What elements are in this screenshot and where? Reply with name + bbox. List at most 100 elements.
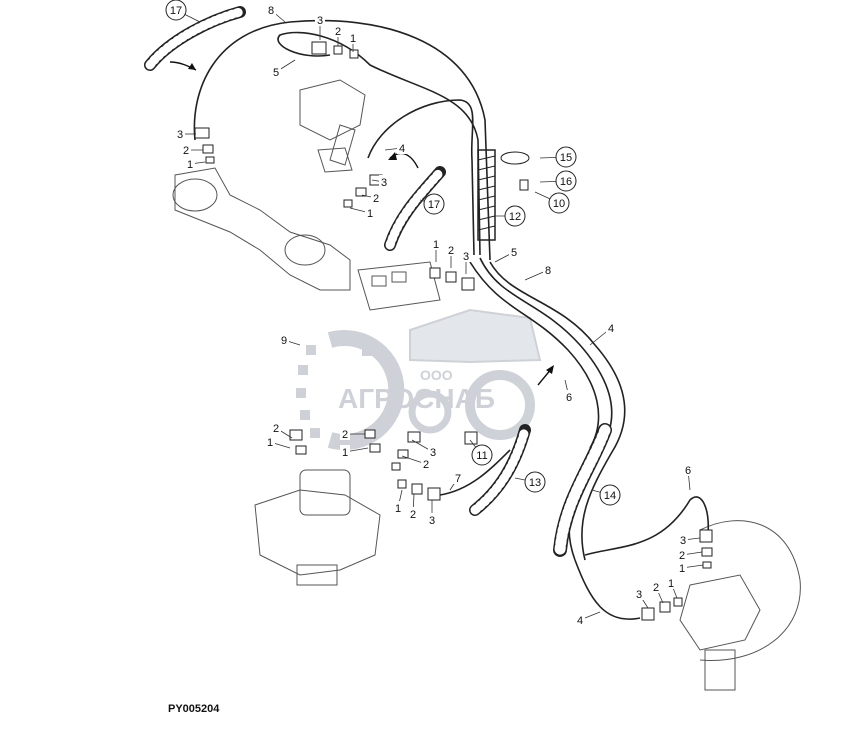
callout-bg	[371, 191, 381, 204]
callout-bg	[333, 24, 343, 37]
callout-6: 6	[564, 379, 574, 404]
callout-2: 2	[340, 427, 365, 441]
callout-3: 3	[427, 500, 437, 527]
callout-bg	[543, 263, 553, 276]
callout-number: 2	[679, 550, 685, 562]
callout-2: 2	[408, 493, 418, 521]
callout-2: 2	[401, 455, 431, 471]
watermark-logo: ООО АГРОСНАБ	[296, 308, 542, 450]
callout-bg	[606, 321, 616, 334]
callout-3: 3	[175, 127, 196, 141]
callout-bg	[393, 501, 403, 514]
callout-bg	[421, 457, 431, 470]
callout-2: 2	[677, 548, 703, 562]
callout-number: 2	[373, 193, 379, 205]
callout-bg	[379, 175, 389, 188]
callout-11: 11	[469, 439, 493, 466]
callout-number: 5	[511, 247, 517, 259]
callout-circle	[555, 170, 577, 192]
callout-number: 3	[177, 129, 183, 141]
callout-3: 3	[315, 13, 325, 40]
callout-13: 13	[514, 471, 546, 493]
callout-number: 3	[429, 515, 435, 527]
callout-bg	[340, 445, 350, 458]
callout-number: 2	[423, 459, 429, 471]
callout-3: 3	[411, 439, 438, 459]
callout-3: 3	[678, 533, 701, 547]
callout-4: 4	[575, 611, 601, 627]
callout-14: 14	[591, 484, 621, 506]
callout-number: 2	[335, 26, 341, 38]
callout-bg	[365, 206, 375, 219]
callout-1: 1	[340, 445, 369, 459]
callout-bg	[271, 65, 281, 78]
callout-bg	[677, 548, 687, 561]
callout-bg	[279, 333, 289, 346]
callout-number: 3	[463, 251, 469, 263]
callout-1: 1	[348, 31, 358, 52]
callout-3: 3	[371, 175, 389, 189]
callout-bg	[266, 3, 276, 16]
callout-circle	[524, 471, 546, 493]
fittings	[194, 41, 713, 621]
callout-number: 9	[281, 335, 287, 347]
callout-2: 2	[271, 421, 293, 439]
callout-10: 10	[534, 191, 570, 214]
callout-number: 17	[170, 5, 182, 17]
callout-bg	[509, 245, 519, 258]
callout-bg	[453, 471, 463, 484]
callout-bg	[677, 561, 687, 574]
document-code: PY005204	[168, 703, 220, 715]
hoses	[144, 6, 710, 620]
callout-1: 1	[265, 435, 291, 449]
callout-number: 1	[679, 563, 685, 575]
callout-bg	[265, 435, 275, 448]
callout-bg	[678, 533, 688, 546]
callout-number: 3	[317, 15, 323, 27]
callout-number: 1	[395, 503, 401, 515]
callout-bg	[408, 507, 418, 520]
callout-number: 1	[350, 33, 356, 45]
callout-number: 1	[267, 437, 273, 449]
callout-2: 2	[181, 143, 203, 157]
callout-3: 3	[634, 587, 649, 609]
callout-4: 4	[384, 141, 407, 155]
callout-circle	[555, 146, 577, 168]
callout-5: 5	[494, 245, 519, 263]
callout-8: 8	[524, 263, 553, 281]
callout-bg	[340, 427, 350, 440]
callout-1: 1	[666, 576, 678, 599]
callout-number: 3	[430, 447, 436, 459]
callout-bg	[634, 587, 644, 600]
callout-circle	[504, 205, 526, 227]
callout-circle	[599, 484, 621, 506]
callout-number: 16	[560, 176, 572, 188]
callout-number: 5	[273, 67, 279, 79]
callout-number: 10	[553, 198, 565, 210]
callout-3: 3	[461, 249, 471, 274]
callout-2: 2	[446, 243, 456, 268]
callout-number: 8	[545, 265, 551, 277]
callout-bg	[175, 127, 185, 140]
callout-number: 1	[187, 159, 193, 171]
callout-2: 2	[361, 191, 381, 205]
callout-bg	[315, 13, 325, 26]
callout-1: 1	[431, 237, 441, 262]
callout-number: 12	[509, 211, 521, 223]
callout-bg	[271, 421, 281, 434]
callout-1: 1	[393, 489, 403, 515]
callout-number: 3	[636, 589, 642, 601]
callout-12: 12	[495, 205, 526, 227]
callout-number: 1	[342, 447, 348, 459]
callout-number: 2	[448, 245, 454, 257]
callout-bg	[564, 390, 574, 403]
callout-1: 1	[349, 206, 375, 220]
callout-number: 17	[428, 199, 440, 211]
callout-bg	[575, 613, 585, 626]
callout-number: 8	[268, 5, 274, 17]
callout-number: 4	[577, 615, 583, 627]
callout-bg	[427, 513, 437, 526]
callout-number: 1	[433, 239, 439, 251]
